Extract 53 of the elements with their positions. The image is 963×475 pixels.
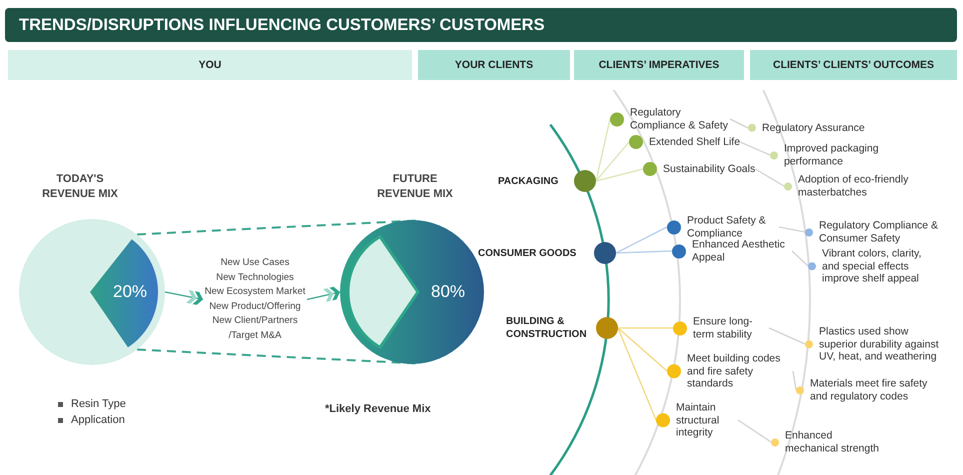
connector-line [738, 419, 772, 443]
list-item: Resin Type [58, 398, 126, 410]
connector-line [768, 327, 806, 345]
point-label: Regulatory Assurance [762, 122, 865, 134]
point-label: Materials meet fire safety and regulatory codes [810, 378, 928, 402]
connector-line [730, 118, 748, 129]
point-label: Vibrant colors, clarity, and special effects improve shelf appeal [822, 247, 922, 285]
percent-label: 80% [430, 282, 466, 302]
percent-label: 20% [112, 282, 148, 302]
point-label: Enhanced Aesthetic Appeal [692, 238, 786, 264]
connector-line [596, 142, 630, 182]
point-label: Regulatory Compliance & Consumer Safety [819, 220, 940, 244]
driver-text: New Product/Offering [208, 300, 302, 314]
connector-line [740, 141, 770, 156]
driver-text: New Client/Partners [211, 314, 299, 328]
segment-label: CONSUMER GOODS [478, 246, 578, 260]
connector-line [618, 328, 668, 372]
title: TRENDS/DISRUPTIONS INFLUENCING CUSTOMERS’ CUSTOMERS [19, 16, 545, 35]
driver-text: /Target M&A [228, 328, 282, 342]
point-label: Improved packaging performance [784, 142, 880, 168]
connector-line [792, 370, 797, 390]
driver-text: New Use Cases [220, 256, 290, 270]
point-label: Maintain structural integrity [676, 401, 720, 439]
connector-line [778, 226, 806, 233]
connector-line [618, 327, 673, 329]
connector-line [616, 250, 672, 254]
footnote: *Likely Revenue Mix [325, 403, 431, 415]
driver-text: New Technologies [215, 270, 295, 284]
point-label: Ensure long-term stability [693, 316, 754, 340]
column-header: CLIENTS’ CLIENTS’ OUTCOMES [750, 50, 957, 80]
point-label: Sustainability Goals [663, 162, 756, 176]
column-header: YOU [8, 50, 412, 80]
point-label: Plastics used show superior durability against UV, heat, and weathering [819, 325, 940, 363]
connector-line [595, 118, 611, 182]
column-header: CLIENTS’ IMPERATIVES [574, 50, 744, 80]
list-item: Application [58, 414, 125, 426]
connector-line [596, 168, 644, 182]
segment-label: PACKAGING [498, 174, 560, 188]
segment-label: BUILDING & CONSTRUCTION [506, 315, 588, 341]
connector-line [617, 328, 657, 420]
connector-line [616, 226, 668, 254]
chart-heading: TODAY'S REVENUE MIX [41, 172, 119, 202]
point-label: Adoption of eco-friendly masterbatches [798, 174, 910, 198]
column-header: YOUR CLIENTS [418, 50, 570, 80]
point-label: Regulatory Compliance & Safety [630, 106, 730, 132]
point-label: Product Safety & Compliance [687, 214, 767, 239]
chart-heading: FUTURE REVENUE MIX [376, 172, 454, 202]
driver-text: New Ecosystem Market [204, 285, 306, 299]
point-label: Enhanced mechanical strength [785, 430, 880, 454]
point-label: Extended Shelf Life [649, 136, 740, 148]
connector-line [792, 250, 808, 266]
connector-line [754, 168, 784, 187]
point-label: Meet building codes and fire safety standards [687, 352, 782, 390]
